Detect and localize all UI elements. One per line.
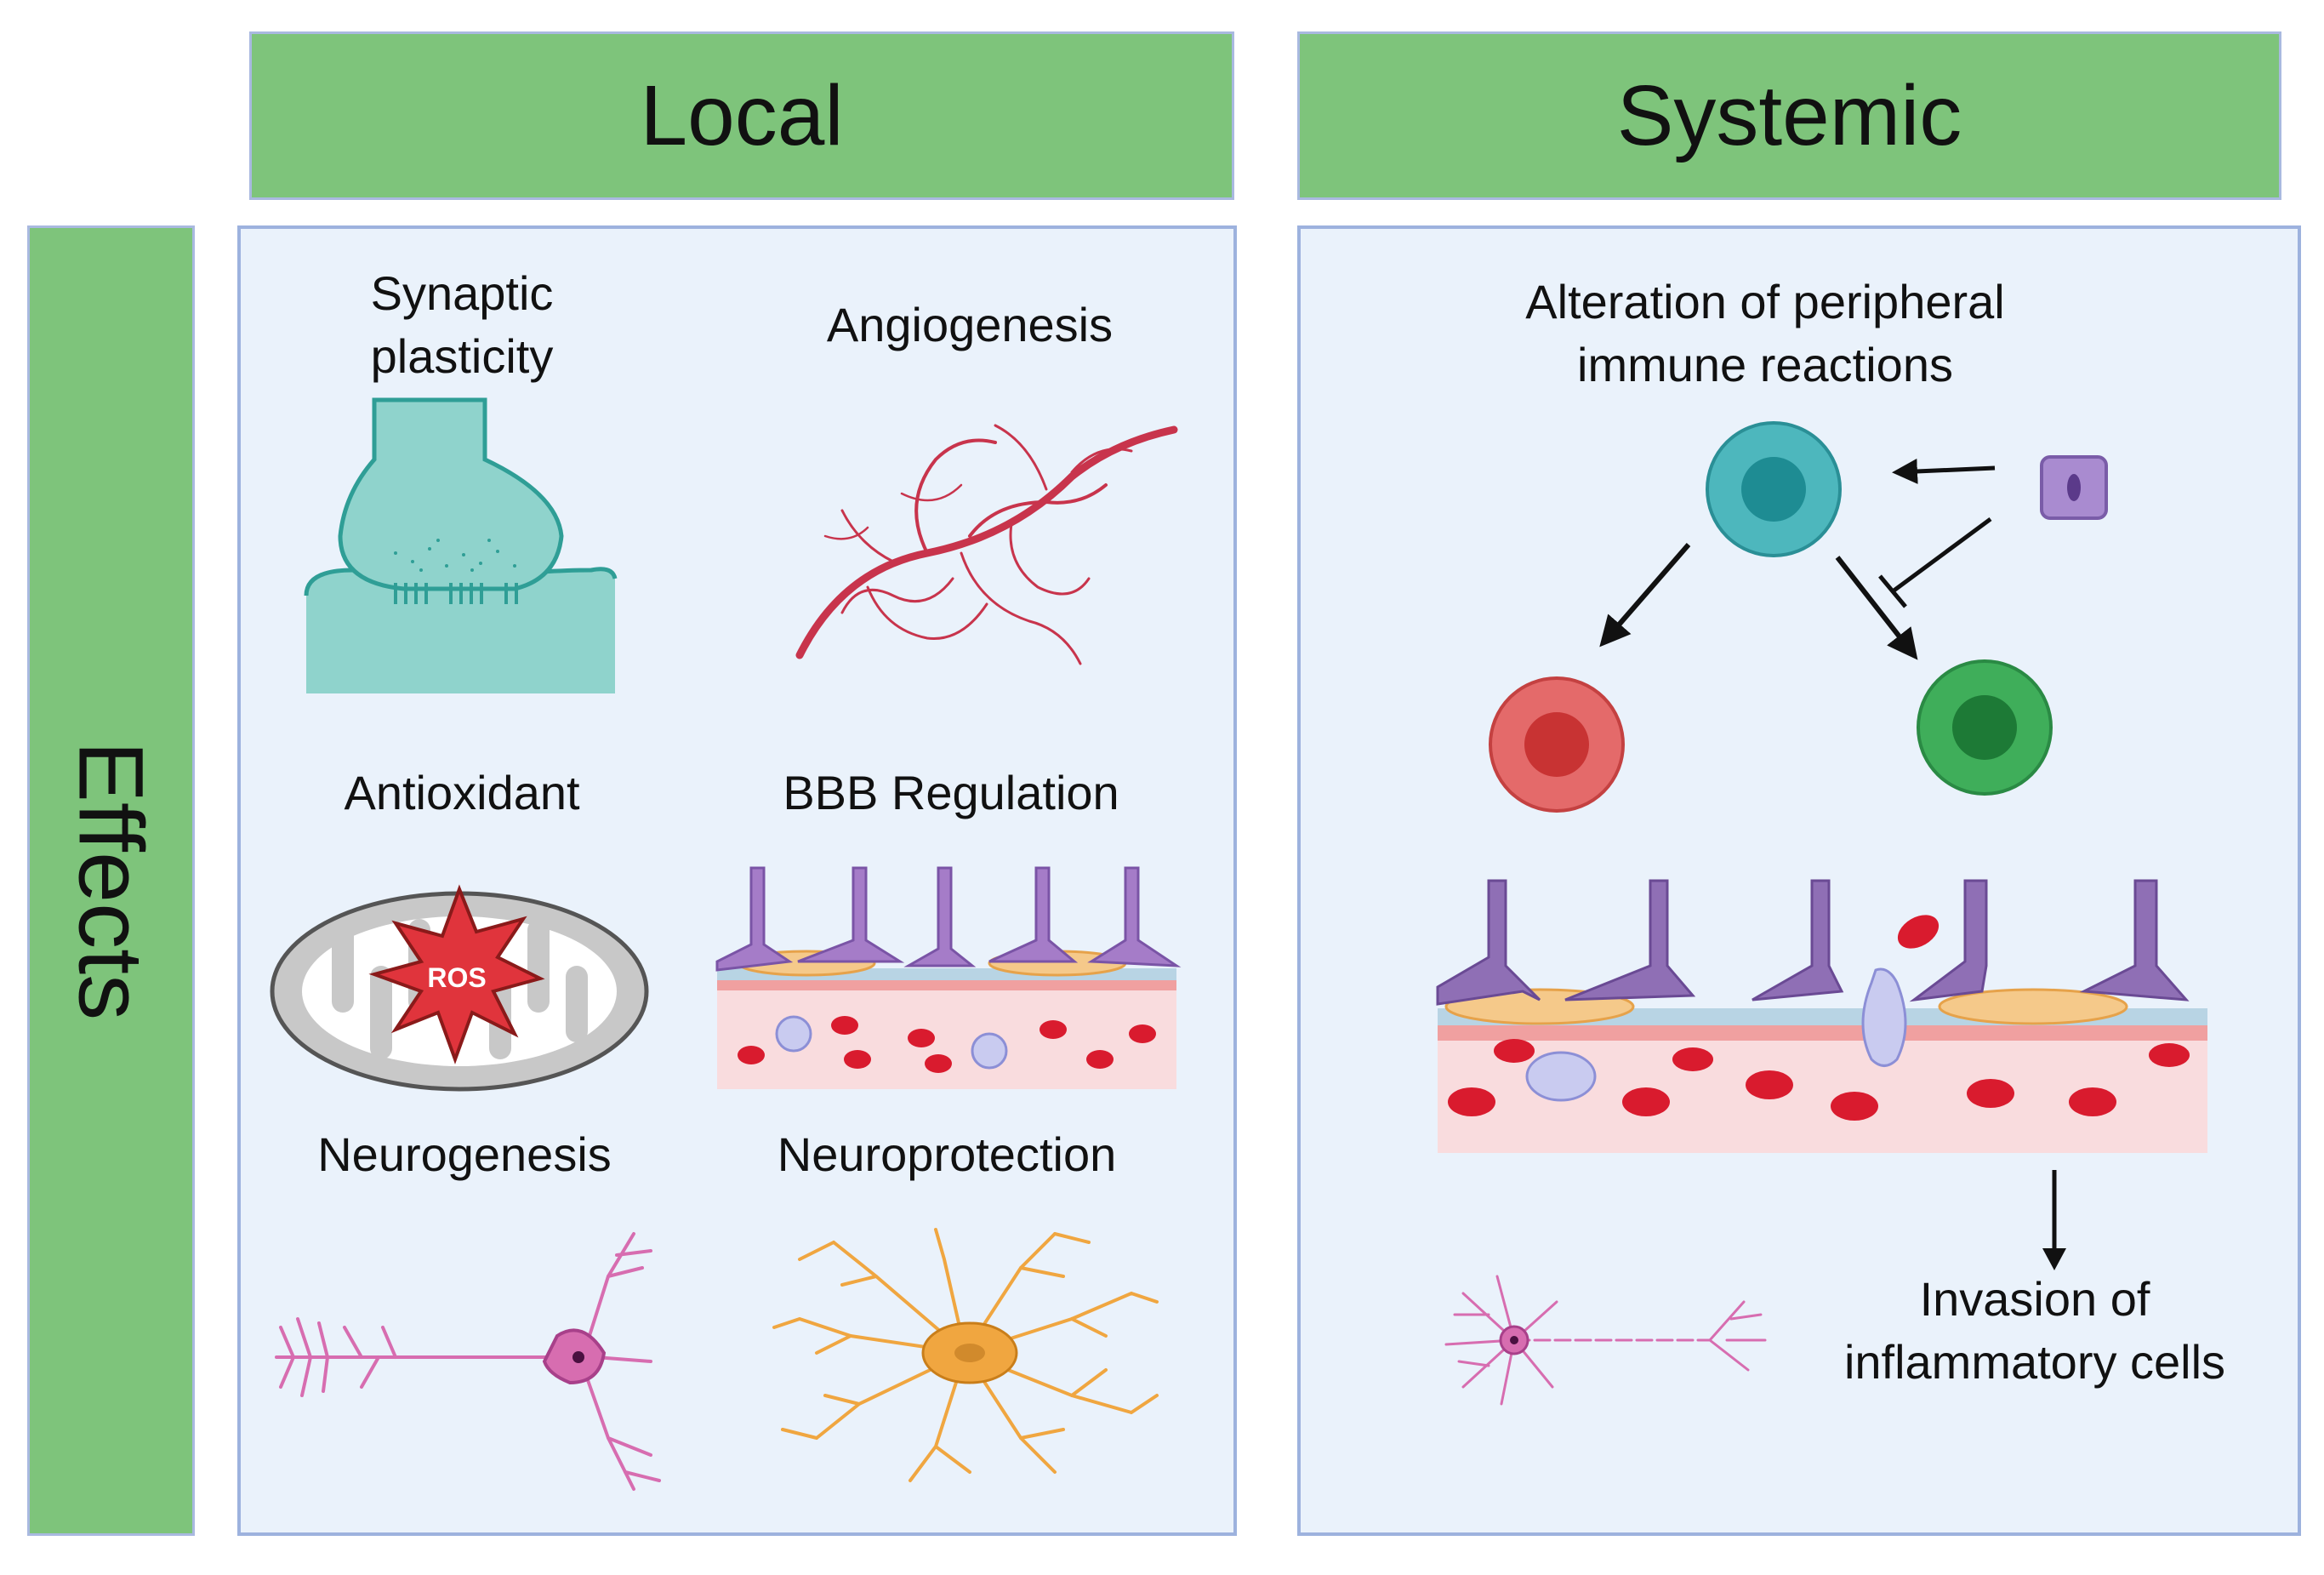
ros-label: ROS: [427, 962, 486, 993]
bbb-icon: [715, 866, 1182, 1089]
astrocyte-icon: [772, 1228, 1159, 1482]
green-immune-cell-icon: [1917, 659, 2053, 796]
teal-immune-cell-icon: [1706, 421, 1842, 557]
invasion-line-1: Invasion of: [1919, 1272, 2150, 1326]
angiogenesis-label: Angiogenesis: [826, 298, 1114, 351]
header-local: Local: [249, 31, 1234, 200]
disrupted-bbb-icon: [1436, 879, 2207, 1153]
synaptic-line-2: plasticity: [370, 329, 554, 383]
neurogenesis-label: Neurogenesis: [317, 1127, 612, 1181]
bbb-regulation-label: BBB Regulation: [783, 766, 1119, 819]
synapse-icon: [304, 397, 618, 693]
header-local-title: Local: [640, 67, 844, 163]
antioxidant-label: Antioxidant: [344, 766, 580, 819]
down-arrow-icon: [2042, 1170, 2066, 1270]
effects-label: Effects: [60, 740, 162, 1021]
immune-cells-diagram: [1489, 421, 2108, 813]
header-systemic-title: Systemic: [1616, 67, 1962, 163]
neuroprotection-label: Neuroprotection: [777, 1127, 1117, 1181]
header-systemic: Systemic: [1297, 31, 2281, 200]
red-immune-cell-icon: [1489, 676, 1625, 813]
blood-vessel-icon: [795, 424, 1178, 665]
neuron-systemic-icon: [1444, 1275, 1767, 1406]
immune-reactions-label: Alteration of peripheral immune reaction…: [1525, 271, 2004, 397]
synaptic-line-1: Synaptic: [370, 266, 554, 320]
arrow-icon: [1835, 556, 1918, 660]
effects-side-bar: Effects: [27, 225, 195, 1536]
invasion-line-2: inflammatory cells: [1843, 1335, 2226, 1389]
neuron-icon: [275, 1232, 661, 1491]
immune-line-2: immune reactions: [1577, 338, 1953, 391]
purple-cell-icon: [2040, 455, 2108, 520]
immune-line-1: Alteration of peripheral: [1525, 275, 2005, 328]
arrow-icon: [1599, 543, 1691, 648]
arrow-icon: [1892, 458, 1996, 484]
inhibition-icon-bar: [1878, 574, 1907, 608]
synaptic-plasticity-label: Synaptic plasticity: [371, 262, 554, 388]
inhibition-icon: [1891, 516, 1992, 594]
invasion-label: Invasion of inflammatory cells: [1844, 1268, 2225, 1394]
mitochondrion-icon: ROS: [270, 884, 649, 1092]
